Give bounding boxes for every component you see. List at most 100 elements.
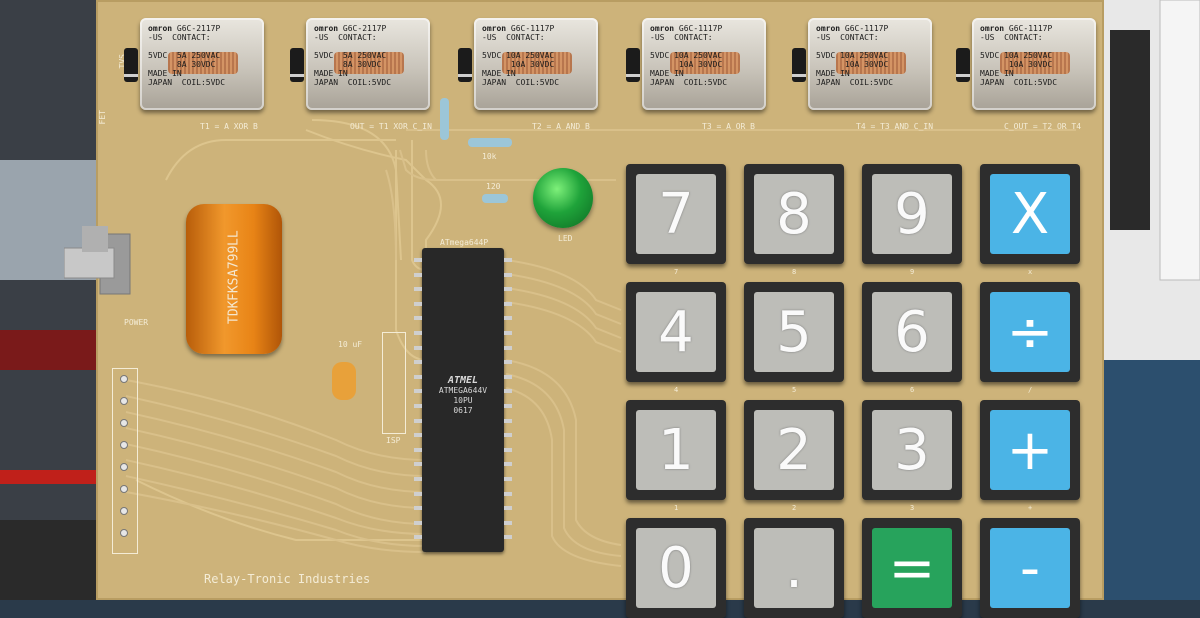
- chip-pin: [504, 389, 512, 394]
- key-equals[interactable]: =: [862, 518, 962, 618]
- key-1[interactable]: 1: [626, 400, 726, 500]
- relay-rating2: 8A 30VDC: [342, 60, 382, 69]
- key-7[interactable]: 7: [626, 164, 726, 264]
- chip-pin: [504, 491, 512, 496]
- relay-model: G6C-1117P: [678, 24, 723, 33]
- key-0[interactable]: 0: [626, 518, 726, 618]
- pcb-traces: [125, 119, 1076, 567]
- capacitor-label: 10 uF: [338, 340, 363, 349]
- key-5[interactable]: 5: [744, 282, 844, 382]
- led-label: LED: [558, 234, 573, 243]
- power-switch[interactable]: [63, 224, 156, 298]
- ceramic-capacitor: [332, 362, 356, 400]
- relay-brand: omron: [314, 24, 339, 33]
- key-divide[interactable]: ÷: [980, 282, 1080, 382]
- relay-line1: -US: [482, 33, 497, 42]
- key-cap: .: [754, 528, 834, 608]
- key-cap: 4: [636, 292, 716, 372]
- relay-made: MADE IN: [980, 69, 1014, 78]
- key-plus[interactable]: +: [980, 400, 1080, 500]
- switch-body: [63, 226, 131, 295]
- key-silk-label: 9: [910, 268, 915, 276]
- relay-coil-rating: JAPAN COIL:5VDC: [650, 78, 728, 87]
- key-multiply[interactable]: X: [980, 164, 1080, 264]
- relay-5-label: T4 = T3 AND C_IN: [856, 122, 934, 131]
- relay-coil-rating: JAPAN COIL:5VDC: [314, 78, 392, 87]
- relay-text: omron G6C-2117P -US CONTACT: 5VDC 5A 250…: [314, 24, 391, 87]
- resistor-vertical: [440, 98, 449, 140]
- chip-line1: ATMEGA644V: [438, 386, 488, 395]
- relay-model: G6C-1117P: [844, 24, 889, 33]
- header-pin: [120, 375, 128, 383]
- header-pin: [120, 397, 128, 405]
- relay-rating2: 10A 30VDC: [844, 60, 889, 69]
- relay-rating1: 5VDC 10A 250VAC: [816, 51, 889, 60]
- relay-text: omron G6C-1117P -US CONTACT: 5VDC 10A 25…: [980, 24, 1057, 87]
- relay-contact: CONTACT:: [506, 33, 545, 42]
- chip-pin: [504, 272, 512, 277]
- chip-pin: [414, 374, 422, 379]
- key-cap: 2: [754, 410, 834, 490]
- chip-pin: [504, 477, 512, 481]
- key-2[interactable]: 2: [744, 400, 844, 500]
- relay-brand: omron: [650, 24, 675, 33]
- chip-pin: [414, 491, 422, 496]
- relay-6-label: C_OUT = T2 OR T4: [1004, 122, 1082, 131]
- key-cap: 0: [636, 528, 716, 608]
- chip-pin: [504, 301, 512, 306]
- relay-1-label: T1 = A XOR B: [200, 122, 258, 131]
- key-minus[interactable]: -: [980, 518, 1080, 618]
- key-silk-label: 3: [910, 504, 915, 512]
- chip-pin: [504, 447, 512, 452]
- header-pin: [120, 463, 128, 471]
- relay-1: omron G6C-2117P -US CONTACT: 5VDC 5A 250…: [140, 18, 264, 110]
- key-cap: X: [990, 174, 1070, 254]
- relay-line1: -US: [314, 33, 329, 42]
- chip-pin: [414, 462, 422, 467]
- chip-pin: [414, 316, 422, 321]
- key-cap: ÷: [990, 292, 1070, 372]
- chip-pin: [414, 535, 422, 540]
- chip-pin: [504, 433, 512, 438]
- relay-6: omron G6C-1117P -US CONTACT: 5VDC 10A 25…: [972, 18, 1096, 110]
- relay-contact: CONTACT:: [674, 33, 713, 42]
- relay-coil: [334, 52, 404, 74]
- header-pin: [120, 529, 128, 537]
- relay-model: G6C-2117P: [342, 24, 387, 33]
- key-decimal[interactable]: .: [744, 518, 844, 618]
- relay-made: MADE IN: [482, 69, 516, 78]
- chip-pin: [414, 331, 422, 335]
- relay-coil-rating: JAPAN COIL:5VDC: [816, 78, 894, 87]
- key-cap: +: [990, 410, 1070, 490]
- relay-rating2: 10A 30VDC: [678, 60, 723, 69]
- relay-rating2: 10A 30VDC: [510, 60, 555, 69]
- relay-rating2: 10A 30VDC: [1008, 60, 1053, 69]
- diode-1: [124, 48, 138, 82]
- diode-3: [458, 48, 472, 82]
- relay-rating1: 5VDC 10A 250VAC: [650, 51, 723, 60]
- chip-pin: [504, 258, 512, 262]
- key-cap: 7: [636, 174, 716, 254]
- relay-rating1: 5VDC 10A 250VAC: [482, 51, 555, 60]
- key-6[interactable]: 6: [862, 282, 962, 382]
- key-3[interactable]: 3: [862, 400, 962, 500]
- capacitor-code1: FKS: [226, 277, 242, 301]
- green-led: [533, 168, 593, 228]
- key-cap: -: [990, 528, 1070, 608]
- relay-4-label: T3 = A OR B: [702, 122, 755, 131]
- header-pin: [120, 441, 128, 449]
- capacitor-code2: A799: [226, 245, 242, 278]
- key-8[interactable]: 8: [744, 164, 844, 264]
- relay-rating1: 5VDC 5A 250VAC: [314, 51, 387, 60]
- relay-brand: omron: [816, 24, 841, 33]
- key-silk-label: 7: [674, 268, 679, 276]
- key-9[interactable]: 9: [862, 164, 962, 264]
- chip-marking: ATMEL ATMEGA644V 10PU 0617: [422, 376, 504, 416]
- chip-pin: [414, 389, 422, 394]
- chip-pin: [414, 301, 422, 306]
- chip-pin: [414, 258, 422, 262]
- relay-made: MADE IN: [650, 69, 684, 78]
- chip-pin: [414, 287, 422, 292]
- key-4[interactable]: 4: [626, 282, 726, 382]
- key-silk-label: +: [1028, 504, 1033, 512]
